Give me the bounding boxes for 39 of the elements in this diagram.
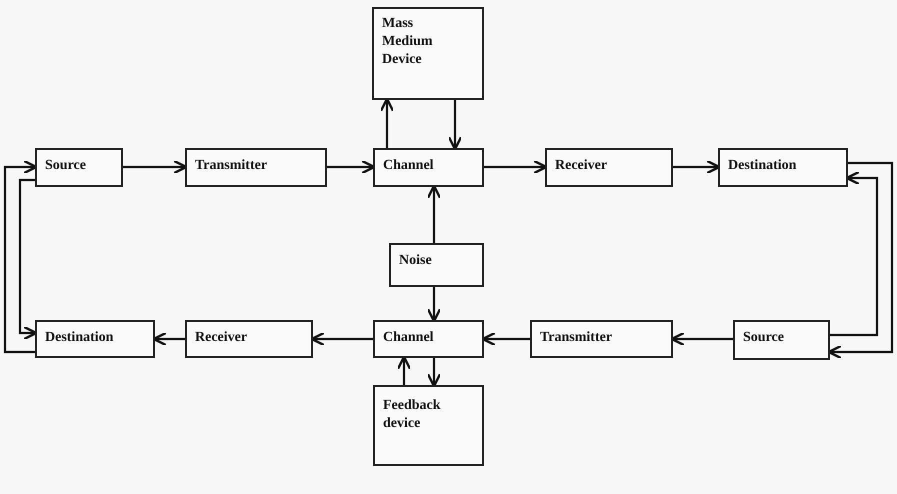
process-box xyxy=(718,148,848,187)
box-label: Source xyxy=(743,329,784,347)
box-label: Destination xyxy=(45,329,114,347)
process-box xyxy=(373,320,484,358)
process-box xyxy=(35,148,123,187)
arrow xyxy=(18,178,38,340)
box-label: Channel xyxy=(383,157,434,175)
arrow xyxy=(673,160,720,174)
box-label: Transmitter xyxy=(540,329,612,347)
process-box xyxy=(389,243,484,287)
process-box xyxy=(373,148,484,187)
arrow xyxy=(426,287,442,322)
arrow xyxy=(396,356,412,385)
box-label: Noise xyxy=(399,252,432,270)
process-box xyxy=(545,148,673,187)
box-label: Destination xyxy=(728,157,796,175)
arrow xyxy=(426,358,442,388)
box-label: Transmitter xyxy=(195,157,268,175)
arrow xyxy=(830,170,878,336)
arrow xyxy=(327,160,376,174)
box-label: Receiver xyxy=(195,329,248,347)
arrow xyxy=(4,160,38,354)
box-label: Receiver xyxy=(555,157,608,175)
process-box xyxy=(185,148,327,187)
box-label: Source xyxy=(45,157,86,175)
box-label: Feedback device xyxy=(383,397,442,434)
process-box xyxy=(372,7,484,100)
arrow xyxy=(380,98,394,148)
arrow xyxy=(123,160,188,174)
process-box xyxy=(185,320,313,358)
process-box xyxy=(35,320,155,358)
process-box xyxy=(373,385,484,466)
arrow xyxy=(448,100,462,150)
arrow xyxy=(484,160,548,174)
process-box xyxy=(530,320,673,358)
process-box xyxy=(733,320,830,360)
box-label: Channel xyxy=(383,329,434,347)
arrow xyxy=(426,184,442,243)
box-label: Mass Medium Device xyxy=(382,15,434,70)
